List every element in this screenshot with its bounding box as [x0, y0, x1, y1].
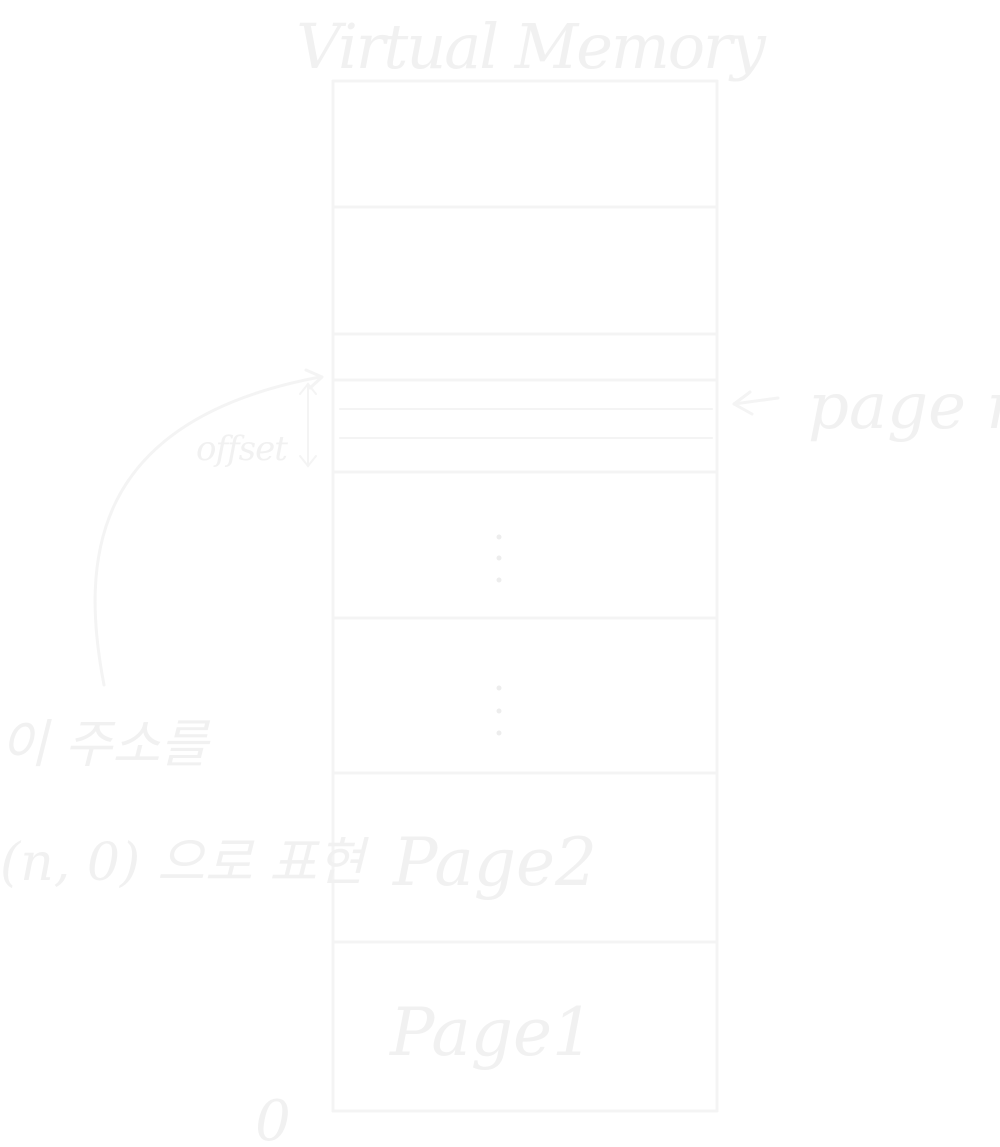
page-1-label: Page1 [389, 994, 594, 1071]
offset-double-arrow-icon [299, 382, 317, 468]
offset-label: offset [196, 429, 288, 469]
ellipsis-upper [496, 534, 502, 583]
memory-column [331, 79, 719, 1113]
page-n-pointer-arrow-icon [732, 390, 780, 416]
origin-label: 0 [255, 1089, 291, 1147]
ellipsis-lower [496, 685, 502, 736]
curved-pointer-arrow-icon [93, 368, 324, 687]
annotation-line-1: 이 주소를 [0, 715, 211, 775]
annotation-line-2: (n, 0) 으로 표현 [0, 833, 370, 893]
page-n-label: page n [808, 370, 1000, 444]
page-2-label: Page2 [392, 824, 597, 901]
diagram-title: Virtual Memory [296, 10, 766, 83]
